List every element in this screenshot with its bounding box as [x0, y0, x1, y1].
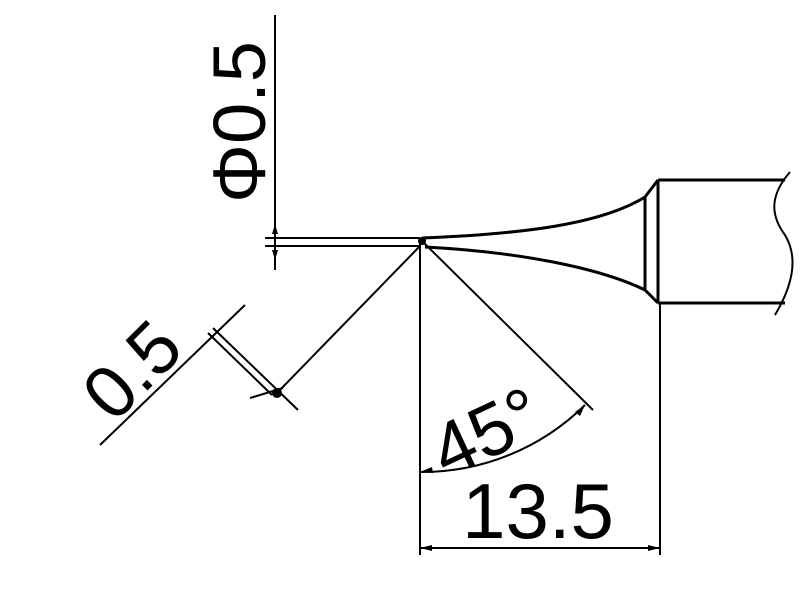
flat-dim-line — [99, 304, 246, 446]
flat-label: 0.5 — [66, 304, 197, 435]
flat-face-2 — [207, 332, 273, 396]
tip-lower-profile — [424, 245, 660, 305]
flat-face-1 — [212, 327, 299, 411]
angle-arc — [419, 404, 586, 474]
tip-upper-profile — [421, 179, 660, 240]
diameter-label: Φ0.5 — [198, 41, 281, 203]
break-line — [773, 171, 794, 316]
flat-ext-line — [276, 245, 421, 394]
length-label: 13.5 — [462, 467, 614, 555]
angle-leg — [421, 240, 594, 411]
